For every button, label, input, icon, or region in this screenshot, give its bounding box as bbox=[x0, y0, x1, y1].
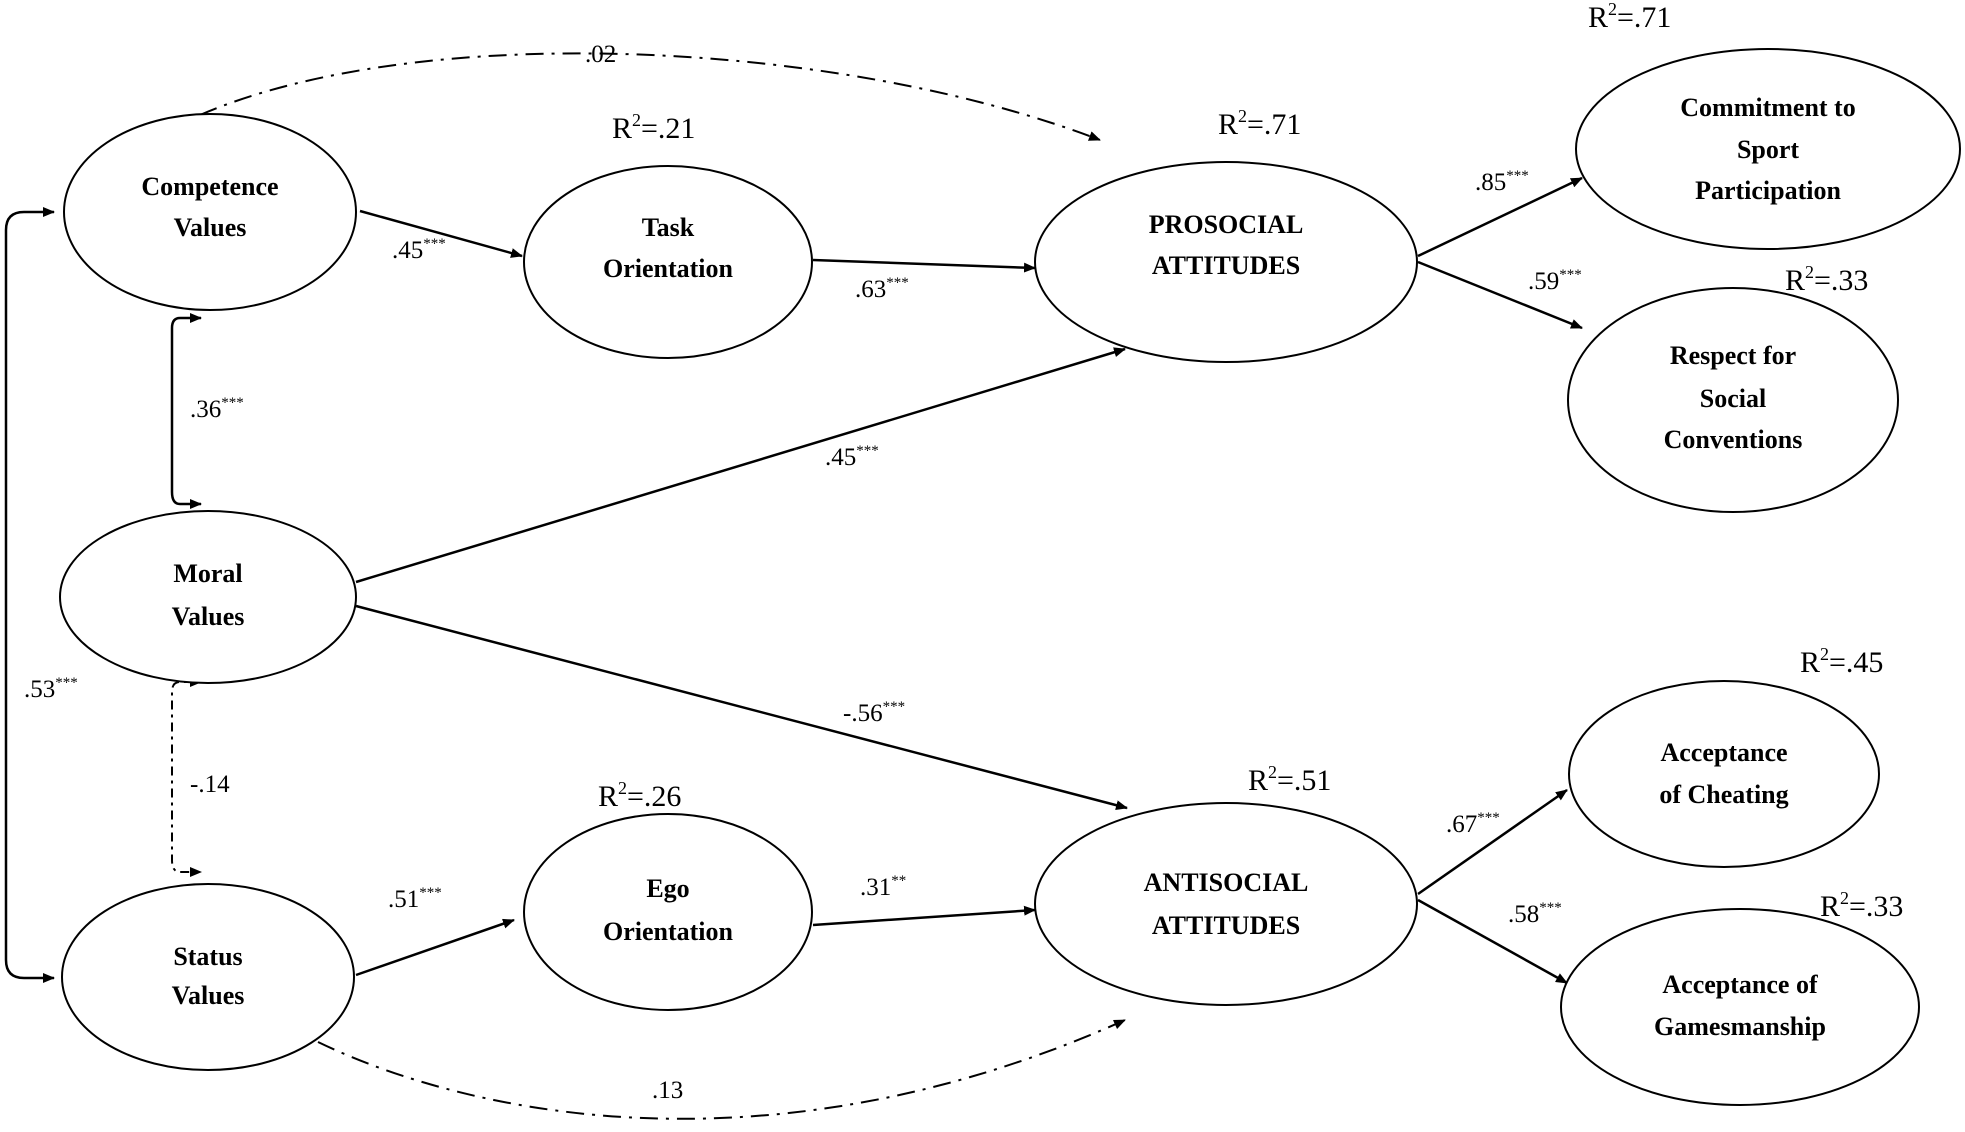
coef-task-to-prosocial: .63*** bbox=[855, 275, 909, 303]
rsq-antisocial-attitudes: R2=.51 bbox=[1248, 762, 1331, 797]
coef-status-to-ego: .51*** bbox=[388, 885, 442, 913]
node-acceptance-of-gamesmanship: Acceptance of Gamesmanship bbox=[1560, 908, 1920, 1106]
label-task: Task bbox=[642, 213, 695, 242]
edge-prosocial-to-respect bbox=[1417, 260, 1583, 330]
rsq-respect: R2=.33 bbox=[1785, 262, 1868, 297]
edge-competence-moral bbox=[170, 313, 202, 509]
label-values: Values bbox=[172, 602, 245, 631]
coef-ego-to-antisocial: .31** bbox=[860, 873, 906, 901]
label-sport: Sport bbox=[1737, 135, 1799, 164]
label-participation: Participation bbox=[1695, 176, 1841, 205]
label-competence: Competence bbox=[141, 172, 278, 201]
edge-competence-to-prosocial bbox=[199, 52, 1101, 141]
coef-antisocial-to-gamesmanship: .58*** bbox=[1508, 900, 1562, 928]
label-values: Values bbox=[172, 981, 245, 1010]
edge-moral-status bbox=[171, 677, 202, 877]
label-acceptance: Acceptance bbox=[1660, 738, 1787, 767]
label-orientation: Orientation bbox=[603, 254, 734, 283]
label-orientation: Orientation bbox=[603, 917, 734, 946]
edge-moral-to-prosocial bbox=[355, 347, 1126, 584]
edge-competence-to-task bbox=[359, 209, 523, 258]
node-antisocial-attitudes: ANTISOCIAL ATTITUDES bbox=[1034, 802, 1418, 1006]
label-acceptance-of: Acceptance of bbox=[1662, 970, 1818, 999]
coef-prosocial-to-commitment: .85*** bbox=[1475, 168, 1529, 196]
coef-competence-to-prosocial: .02 bbox=[585, 41, 616, 68]
coef-moral-status: -.14 bbox=[190, 771, 230, 798]
label-values: Values bbox=[174, 213, 247, 242]
edge-ego-to-antisocial bbox=[812, 905, 1036, 927]
label-attitudes: ATTITUDES bbox=[1152, 911, 1300, 940]
label-ego: Ego bbox=[646, 874, 689, 903]
edge-status-to-ego bbox=[355, 918, 515, 977]
label-attitudes: ATTITUDES bbox=[1152, 251, 1300, 280]
edge-moral-to-antisocial bbox=[355, 604, 1128, 811]
label-prosocial: PROSOCIAL bbox=[1149, 210, 1304, 239]
edge-prosocial-to-commitment bbox=[1417, 176, 1583, 258]
rsq-prosocial-attitudes: R2=.71 bbox=[1218, 106, 1301, 141]
coef-status-to-antisocial: .13 bbox=[652, 1077, 683, 1104]
rsq-task-orientation: R2=.21 bbox=[612, 110, 695, 145]
coef-competence-to-task: .45*** bbox=[392, 236, 446, 264]
label-conventions: Conventions bbox=[1664, 425, 1803, 454]
edge-antisocial-to-gamesmanship bbox=[1417, 898, 1568, 985]
coef-competence-moral: .36*** bbox=[190, 395, 244, 423]
label-respect-for: Respect for bbox=[1670, 341, 1796, 370]
edge-status-to-antisocial bbox=[317, 1019, 1126, 1120]
coef-moral-to-antisocial: -.56*** bbox=[843, 699, 905, 727]
rsq-commitment: R2=.71 bbox=[1588, 0, 1671, 34]
edge-task-to-prosocial bbox=[812, 258, 1036, 273]
rsq-ego-orientation: R2=.26 bbox=[598, 778, 681, 813]
label-antisocial: ANTISOCIAL bbox=[1144, 868, 1309, 897]
label-of-cheating: of Cheating bbox=[1659, 780, 1788, 809]
edge-competence-status bbox=[4, 207, 55, 983]
label-commitment-to: Commitment to bbox=[1680, 93, 1855, 122]
rsq-cheating: R2=.45 bbox=[1800, 644, 1883, 679]
node-prosocial-attitudes: PROSOCIAL ATTITUDES bbox=[1034, 161, 1418, 363]
label-moral: Moral bbox=[173, 559, 242, 588]
coef-antisocial-to-cheating: .67*** bbox=[1446, 810, 1500, 838]
edge-antisocial-to-cheating bbox=[1417, 788, 1568, 896]
coef-moral-to-prosocial: .45*** bbox=[825, 443, 879, 471]
coef-competence-status: .53*** bbox=[24, 675, 78, 703]
label-status: Status bbox=[173, 942, 242, 971]
label-gamesmanship: Gamesmanship bbox=[1654, 1012, 1826, 1041]
coef-prosocial-to-respect: .59*** bbox=[1528, 267, 1582, 295]
node-acceptance-of-cheating: Acceptance of Cheating bbox=[1568, 680, 1880, 868]
rsq-gamesmanship: R2=.33 bbox=[1820, 888, 1903, 923]
label-social: Social bbox=[1700, 384, 1766, 413]
